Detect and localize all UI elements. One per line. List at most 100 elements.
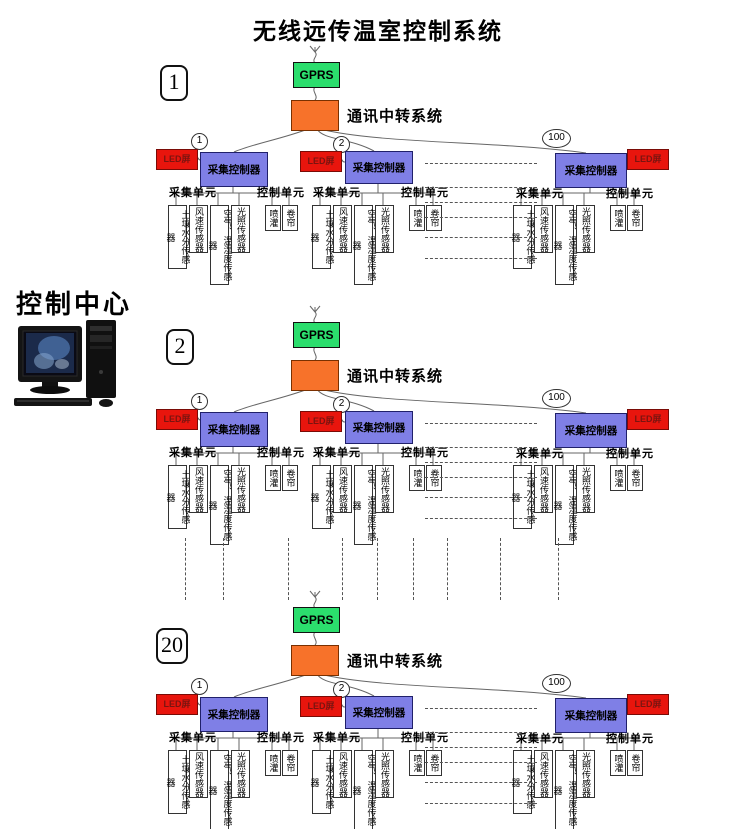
relay-label: 通讯中转系统 <box>347 368 444 385</box>
collector-controller: 采集控制器 <box>200 412 268 447</box>
sensor-air-temp-humidity: 空气、温湿度传感器 <box>553 750 578 829</box>
actuator-roller-blind: 卷帘 <box>426 205 442 231</box>
collect-unit-label: 采集单元 <box>313 447 361 459</box>
desktop-computer-icon <box>14 320 116 407</box>
sensor-wind-speed: 风速传感器 <box>534 750 553 798</box>
collector-controller: 采集控制器 <box>345 411 413 444</box>
collector-controller: 采集控制器 <box>200 152 268 187</box>
actuator-roller-blind: 卷帘 <box>282 205 298 231</box>
sensor-light: 光照传感器 <box>576 750 595 798</box>
sensor-light: 光照传感器 <box>231 750 250 798</box>
ellipsis-dashes <box>425 462 537 463</box>
collect-unit-label: 采集单元 <box>169 187 217 199</box>
continuation-dashes <box>558 538 559 600</box>
led-screen: LED屏 <box>627 409 669 430</box>
control-unit-label: 控制单元 <box>257 447 305 459</box>
continuation-dashes <box>413 538 414 600</box>
sensor-light: 光照传感器 <box>375 205 394 253</box>
antenna-icon <box>309 45 321 64</box>
ellipsis-dashes <box>425 217 537 218</box>
collect-unit-label: 采集单元 <box>313 187 361 199</box>
sensor-light: 光照传感器 <box>375 465 394 513</box>
actuator-sprinkler: 喷灌 <box>610 205 626 231</box>
control-unit-label: 控制单元 <box>257 732 305 744</box>
actuator-roller-blind: 卷帘 <box>282 750 298 776</box>
ellipsis-dashes <box>425 747 537 748</box>
relay-label: 通讯中转系统 <box>347 108 444 125</box>
sensor-wind-speed: 风速传感器 <box>189 750 208 798</box>
control-unit-label: 控制单元 <box>257 187 305 199</box>
group-number-badge: 2 <box>166 329 194 365</box>
ellipsis-dashes <box>425 518 537 519</box>
continuation-dashes <box>447 538 448 600</box>
control-unit-label: 控制单元 <box>606 188 654 200</box>
connector-lines <box>175 45 635 205</box>
ellipsis-dashes <box>425 708 537 709</box>
ellipsis-dashes <box>425 163 537 164</box>
sensor-air-temp-humidity: 空气、温湿度传感器 <box>553 465 578 545</box>
sensor-soil-moisture: 土壤水分传感器 <box>310 465 335 529</box>
control-center-label: 控制中心 <box>16 290 133 319</box>
gprs-module: GPRS <box>293 607 340 633</box>
sensor-wind-speed: 风速传感器 <box>333 205 352 253</box>
gprs-module: GPRS <box>293 62 340 88</box>
led-screen: LED屏 <box>156 409 198 430</box>
greenhouse-group-2: 2 GPRS 通讯中转系统 1 LED屏 采集控制器 采集单元 控制单元 土壤水… <box>0 305 756 602</box>
ellipsis-dashes <box>425 237 537 238</box>
continuation-dashes <box>377 538 378 600</box>
sensor-air-temp-humidity: 空气、温湿度传感器 <box>553 205 578 285</box>
sensor-soil-moisture: 土壤水分传感器 <box>166 205 191 269</box>
sensor-light: 光照传感器 <box>375 750 394 798</box>
continuation-dashes <box>223 538 224 600</box>
led-screen: LED屏 <box>156 694 198 715</box>
control-unit-label: 控制单元 <box>401 187 449 199</box>
collector-controller: 采集控制器 <box>200 697 268 732</box>
node-number: 100 <box>542 129 571 148</box>
collect-unit-label: 采集单元 <box>516 733 564 745</box>
ellipsis-dashes <box>425 187 537 188</box>
collector-controller: 采集控制器 <box>555 413 627 448</box>
sensor-air-temp-humidity: 空气、温湿度传感器 <box>352 205 377 285</box>
node-number: 1 <box>191 133 208 150</box>
actuator-sprinkler: 喷灌 <box>265 750 281 776</box>
collect-unit-label: 采集单元 <box>169 447 217 459</box>
sensor-light: 光照传感器 <box>231 205 250 253</box>
actuator-sprinkler: 喷灌 <box>265 205 281 231</box>
group-number-badge: 20 <box>156 628 188 664</box>
continuation-dashes <box>342 538 343 600</box>
greenhouse-group-20: 20 GPRS 通讯中转系统 1 LED屏 采集控制器 采集单元 控制单元 土壤… <box>0 590 756 829</box>
led-screen: LED屏 <box>300 151 342 172</box>
collect-unit-label: 采集单元 <box>313 732 361 744</box>
sensor-light: 光照传感器 <box>576 465 595 513</box>
antenna-icon <box>309 305 321 324</box>
actuator-sprinkler: 喷灌 <box>265 465 281 491</box>
actuator-sprinkler: 喷灌 <box>409 465 425 491</box>
actuator-sprinkler: 喷灌 <box>409 750 425 776</box>
ellipsis-dashes <box>425 782 537 783</box>
ellipsis-dashes <box>425 477 537 478</box>
page-title: 无线远传温室控制系统 <box>253 19 503 44</box>
sensor-wind-speed: 风速传感器 <box>189 205 208 253</box>
collector-controller: 采集控制器 <box>555 153 627 188</box>
sensor-air-temp-humidity: 空气、温湿度传感器 <box>352 750 377 829</box>
actuator-roller-blind: 卷帘 <box>426 750 442 776</box>
sensor-air-temp-humidity: 空气、温湿度传感器 <box>208 465 233 545</box>
sensor-wind-speed: 风速传感器 <box>189 465 208 513</box>
sensor-wind-speed: 风速传感器 <box>333 465 352 513</box>
greenhouse-group-1: 1 GPRS 通讯中转系统 1 LED屏 采集控制器 采集单元 控制单元 土壤水… <box>0 45 756 295</box>
ellipsis-dashes <box>425 447 537 448</box>
continuation-dashes <box>500 538 501 600</box>
control-unit-label: 控制单元 <box>401 447 449 459</box>
relay-label: 通讯中转系统 <box>347 653 444 670</box>
actuator-sprinkler: 喷灌 <box>610 465 626 491</box>
connector-lines <box>175 590 635 750</box>
actuator-roller-blind: 卷帘 <box>627 750 643 776</box>
sensor-wind-speed: 风速传感器 <box>534 465 553 513</box>
continuation-dashes <box>288 538 289 600</box>
collect-unit-label: 采集单元 <box>169 732 217 744</box>
collect-unit-label: 采集单元 <box>516 448 564 460</box>
relay-box <box>291 360 339 391</box>
collector-controller: 采集控制器 <box>345 151 413 184</box>
sensor-air-temp-humidity: 空气、温湿度传感器 <box>352 465 377 545</box>
